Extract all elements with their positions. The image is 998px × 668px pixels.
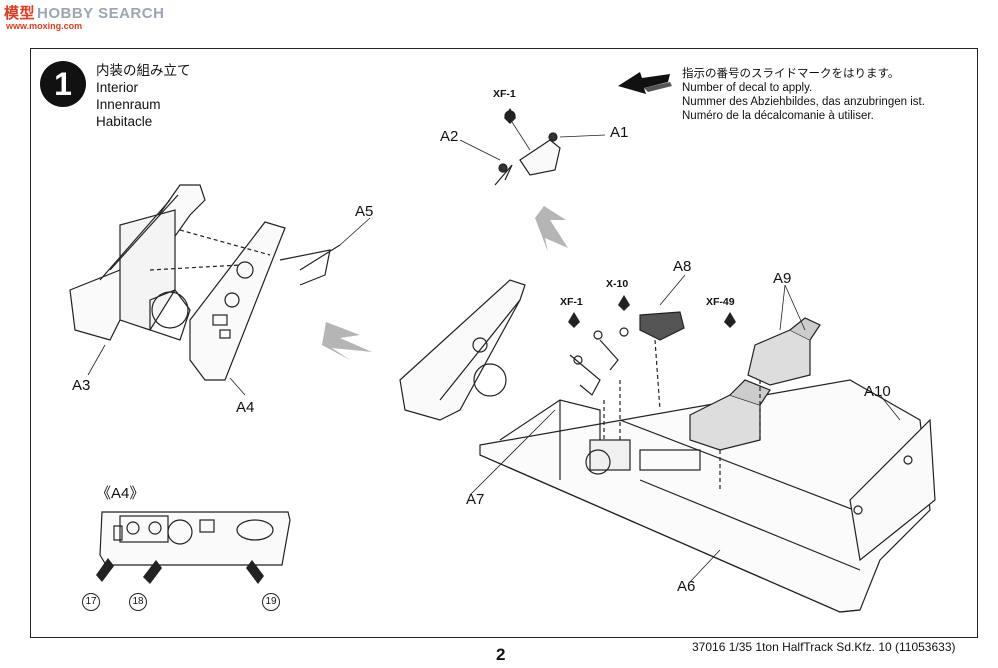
label-a5: A5	[355, 203, 374, 220]
label-a10: A10	[864, 383, 891, 400]
paint-xf1-top: XF-1	[493, 88, 516, 100]
label-a7: A7	[466, 491, 485, 508]
decal-arrow-icon	[618, 72, 672, 94]
title-de: Innenraum	[96, 97, 161, 112]
title-ja: 内装の組み立て	[96, 63, 191, 78]
page-number: 2	[496, 645, 506, 664]
label-a3: A3	[72, 377, 91, 394]
label-a9: A9	[773, 270, 792, 287]
label-a2: A2	[440, 128, 459, 145]
decal-note-fr: Numéro de la décalcomanie à utiliser.	[682, 110, 874, 122]
label-a8: A8	[673, 258, 692, 275]
watermark-cn: 模型	[4, 5, 36, 22]
instruction-frame	[30, 48, 978, 638]
paint-x10: X-10	[606, 278, 629, 290]
watermark-site: www.moxing.com	[6, 21, 83, 31]
decal-note-en: Number of decal to apply.	[682, 82, 813, 94]
step-titles: 内装の組み立て Interior Innenraum Habitacle	[96, 62, 191, 130]
decal-note: 指示の番号のスライドマークをはります。 Number of decal to a…	[682, 67, 925, 123]
decal-note-ja: 指示の番号のスライドマークをはります。	[682, 68, 900, 80]
title-fr: Habitacle	[96, 114, 153, 129]
paint-xf1-mid: XF-1	[560, 296, 583, 308]
decal-number-18: 18	[129, 593, 147, 611]
decal-note-de: Nummer des Abziehbildes, das anzubringen…	[682, 96, 925, 108]
label-a1: A1	[610, 124, 629, 141]
watermark-brand: HOBBY SEARCH	[37, 5, 165, 22]
label-a4: A4	[236, 399, 255, 416]
product-code: 37016 1/35 1ton HalfTrack Sd.Kfz. 10 (11…	[692, 640, 956, 654]
title-en: Interior	[96, 80, 139, 95]
detail-label: 《A4》	[96, 485, 145, 502]
label-a6: A6	[677, 578, 696, 595]
decal-number-19: 19	[262, 593, 280, 611]
decal-number-17: 17	[82, 593, 100, 611]
paint-xf49: XF-49	[706, 296, 735, 308]
step-number-badge: 1	[40, 61, 86, 107]
